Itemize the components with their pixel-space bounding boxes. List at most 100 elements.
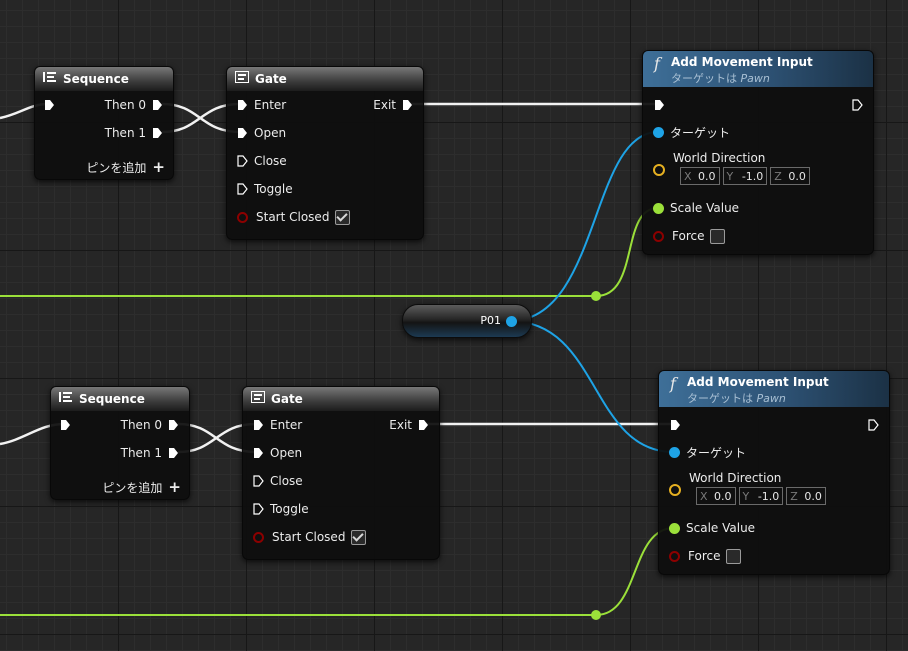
node-header: Sequence xyxy=(35,67,173,91)
add-pin-button[interactable]: ピンを追加 + xyxy=(86,158,165,176)
exec-out-pin[interactable] xyxy=(168,447,179,459)
bool-pin[interactable] xyxy=(653,230,664,242)
pin-label: ターゲット xyxy=(686,445,747,460)
variable-node[interactable]: P01 xyxy=(402,304,532,338)
gate-node[interactable]: Gate Enter Open Close Toggle Start Close… xyxy=(226,66,424,240)
exec-in-pin[interactable] xyxy=(44,99,55,111)
node-header: f Add Movement Input ターゲットは Pawn xyxy=(659,371,889,407)
add-movement-input-node[interactable]: f Add Movement Input ターゲットは Pawn ターゲット W… xyxy=(658,370,890,575)
pin-label: Exit xyxy=(373,98,396,112)
pin-row: Close xyxy=(237,152,287,170)
exec-in-pin[interactable] xyxy=(253,447,264,459)
force-checkbox[interactable] xyxy=(710,228,726,244)
node-title: Sequence xyxy=(63,72,129,86)
bool-pin[interactable] xyxy=(669,550,680,562)
object-pin[interactable] xyxy=(653,126,664,138)
float-pin[interactable] xyxy=(669,522,680,534)
gate-icon xyxy=(251,387,265,411)
pin-label: Close xyxy=(254,154,287,168)
add-pin-label: ピンを追加 xyxy=(86,160,147,175)
object-pin[interactable] xyxy=(506,316,517,327)
pin-row: Open xyxy=(253,444,302,462)
exec-in-pin[interactable] xyxy=(237,155,248,167)
exec-out-pin[interactable] xyxy=(402,99,413,111)
exec-out-pin[interactable] xyxy=(168,419,179,431)
exec-in-pin[interactable] xyxy=(654,99,665,111)
exec-out-pin[interactable] xyxy=(852,99,863,111)
exec-in-pin[interactable] xyxy=(237,127,248,139)
sequence-node[interactable]: Sequence Then 0 Then 1 ピンを追加 + xyxy=(50,386,190,500)
bool-pin[interactable] xyxy=(237,211,248,223)
sequence-node[interactable]: Sequence Then 0 Then 1 ピンを追加 + xyxy=(34,66,174,180)
vector-pin[interactable] xyxy=(653,164,665,176)
pin-row: Then 0 xyxy=(105,96,163,114)
add-movement-input-node[interactable]: f Add Movement Input ターゲットは Pawn ターゲット W… xyxy=(642,50,874,255)
pin-row: Force xyxy=(653,227,726,245)
exec-in-pin[interactable] xyxy=(253,475,264,487)
sequence-icon xyxy=(59,387,73,411)
pin-row: Open xyxy=(237,124,286,142)
object-pin[interactable] xyxy=(669,446,680,458)
start-closed-checkbox[interactable] xyxy=(351,529,367,545)
pin-label: Then 0 xyxy=(104,98,146,112)
pin-label: Then 1 xyxy=(104,126,146,140)
gate-icon xyxy=(235,67,249,91)
exec-in-pin[interactable] xyxy=(237,183,248,195)
function-icon: f xyxy=(654,54,660,73)
pin-row: Force xyxy=(669,547,742,565)
pin-label: World Direction xyxy=(689,471,782,485)
gate-node[interactable]: Gate Enter Open Close Toggle Start Close… xyxy=(242,386,440,560)
pin-label: Start Closed xyxy=(256,210,330,224)
pin-label: Scale Value xyxy=(686,521,756,535)
pin-row: Start Closed xyxy=(253,528,367,546)
pin-row: Then 1 xyxy=(121,444,179,462)
exec-out-pin[interactable] xyxy=(152,99,163,111)
pin-row: ターゲット xyxy=(653,123,730,141)
bool-pin[interactable] xyxy=(253,531,264,543)
pin-label: Force xyxy=(672,229,705,243)
pin-label: Scale Value xyxy=(670,201,740,215)
pin-label: Toggle xyxy=(254,182,293,196)
exec-out-pin[interactable] xyxy=(418,419,429,431)
sequence-icon xyxy=(43,67,57,91)
add-pin-button[interactable]: ピンを追加 + xyxy=(102,478,181,496)
exec-in-pin[interactable] xyxy=(60,419,71,431)
pin-row: Toggle xyxy=(237,180,293,198)
pin-row: World Direction xyxy=(669,469,781,487)
pin-label: Enter xyxy=(254,98,287,112)
exec-out-pin[interactable] xyxy=(868,419,879,431)
exec-in-pin[interactable] xyxy=(670,419,681,431)
pin-label: Exit xyxy=(389,418,412,432)
y-field[interactable]: Y-1.0 xyxy=(722,167,768,185)
pin-label: Open xyxy=(254,126,287,140)
exec-in-pin[interactable] xyxy=(237,99,248,111)
object-wire xyxy=(509,320,675,453)
exec-out-pin[interactable] xyxy=(152,127,163,139)
pin-row: Start Closed xyxy=(237,208,351,226)
start-closed-checkbox[interactable] xyxy=(335,209,351,225)
exec-in-pin[interactable] xyxy=(253,503,264,515)
float-pin[interactable] xyxy=(653,202,664,214)
node-subtitle: ターゲットは Pawn xyxy=(687,392,786,405)
plus-icon: + xyxy=(152,158,165,176)
pin-row: ターゲット xyxy=(669,443,746,461)
vector-pin[interactable] xyxy=(669,484,681,496)
object-wire xyxy=(509,131,659,322)
pin-row: Scale Value xyxy=(653,199,739,217)
pin-label: Force xyxy=(688,549,721,563)
exec-in-pin[interactable] xyxy=(253,419,264,431)
node-header: f Add Movement Input ターゲットは Pawn xyxy=(643,51,873,87)
pin-row: Then 0 xyxy=(121,416,179,434)
pin-row: World Direction xyxy=(653,149,765,167)
node-header: Gate xyxy=(243,387,439,411)
y-field[interactable]: Y-1.0 xyxy=(738,487,784,505)
pin-row: Exit xyxy=(389,416,429,434)
pin-row: Enter xyxy=(253,416,302,434)
node-title: Gate xyxy=(255,72,287,86)
force-checkbox[interactable] xyxy=(726,548,742,564)
